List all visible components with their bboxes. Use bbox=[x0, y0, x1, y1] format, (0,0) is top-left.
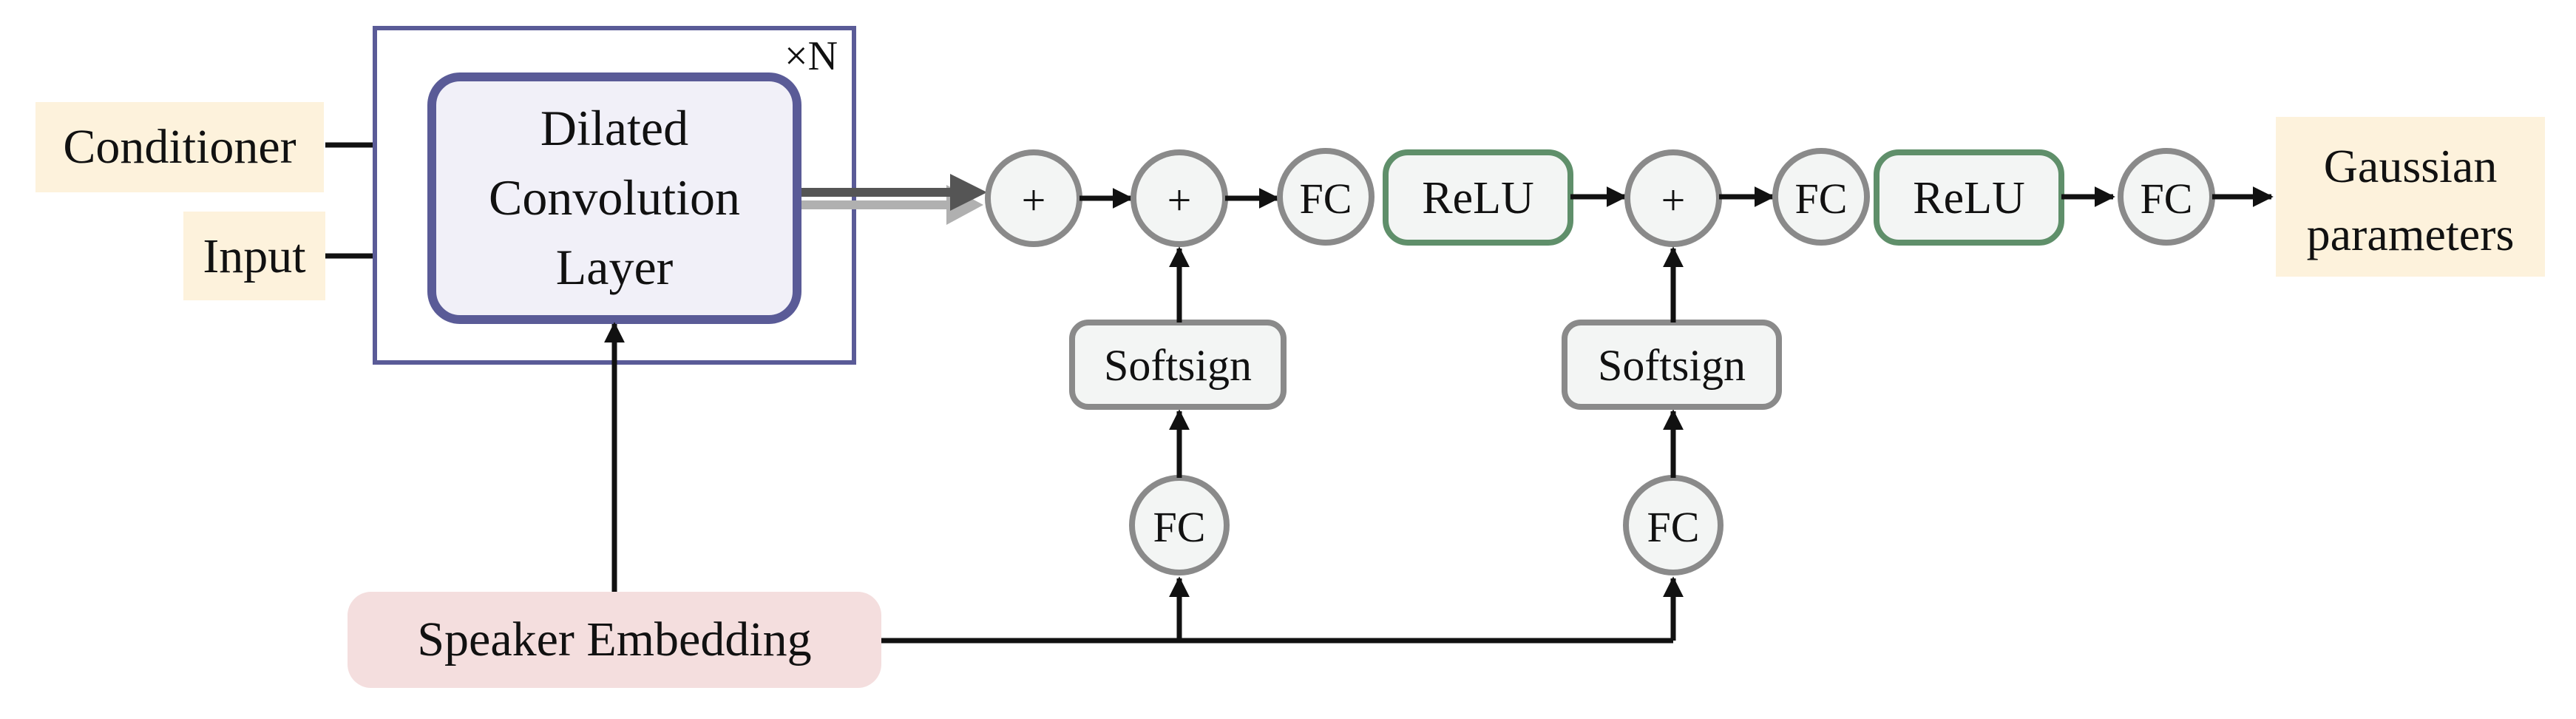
speaker-embedding-box: Speaker Embedding bbox=[348, 592, 881, 688]
fc-node-1: FC bbox=[1277, 148, 1375, 246]
speaker-embedding-label: Speaker Embedding bbox=[417, 612, 811, 666]
softsign-box-1: Softsign bbox=[1069, 320, 1287, 410]
fc-side-node-1: FC bbox=[1129, 475, 1230, 575]
fc-2-label: FC bbox=[1795, 175, 1848, 223]
fc-side-2-label: FC bbox=[1647, 503, 1700, 551]
block-line-2: Convolution bbox=[489, 169, 740, 226]
plus-2-label: + bbox=[1167, 176, 1192, 224]
conditioner-box: Conditioner bbox=[35, 102, 324, 192]
plus-node-1: + bbox=[985, 149, 1082, 247]
double-arrow-block-to-plus bbox=[801, 174, 987, 225]
dilated-convolution-layer: Dilated Convolution Layer bbox=[427, 72, 801, 324]
block-line-1: Dilated bbox=[540, 100, 688, 156]
relu-box-2: ReLU bbox=[1874, 149, 2064, 246]
fc-node-3: FC bbox=[2118, 148, 2215, 246]
softsign-box-2: Softsign bbox=[1562, 320, 1782, 410]
fc-side-1-label: FC bbox=[1153, 503, 1206, 551]
plus-3-label: + bbox=[1661, 176, 1686, 224]
relu-1-label: ReLU bbox=[1422, 173, 1534, 223]
block-line-3: Layer bbox=[556, 239, 674, 295]
plus-node-3: + bbox=[1624, 149, 1722, 247]
conditioner-label: Conditioner bbox=[63, 120, 296, 174]
repeat-label: ×N bbox=[784, 33, 838, 79]
fc-1-label: FC bbox=[1300, 175, 1352, 223]
output-line-1: Gaussian bbox=[2324, 140, 2498, 192]
plus-node-2: + bbox=[1131, 149, 1228, 247]
softsign-2-label: Softsign bbox=[1598, 341, 1746, 390]
fc-3-label: FC bbox=[2141, 175, 2193, 223]
relu-box-1: ReLU bbox=[1383, 149, 1573, 246]
softsign-1-label: Softsign bbox=[1104, 341, 1252, 390]
input-label: Input bbox=[203, 229, 305, 283]
output-line-2: parameters bbox=[2307, 208, 2515, 260]
relu-2-label: ReLU bbox=[1913, 173, 2025, 223]
fc-side-node-2: FC bbox=[1623, 475, 1723, 575]
gaussian-parameters-box: Gaussian parameters bbox=[2276, 117, 2545, 277]
input-box: Input bbox=[183, 212, 325, 300]
fc-node-2: FC bbox=[1772, 148, 1870, 246]
plus-1-label: + bbox=[1022, 176, 1046, 224]
